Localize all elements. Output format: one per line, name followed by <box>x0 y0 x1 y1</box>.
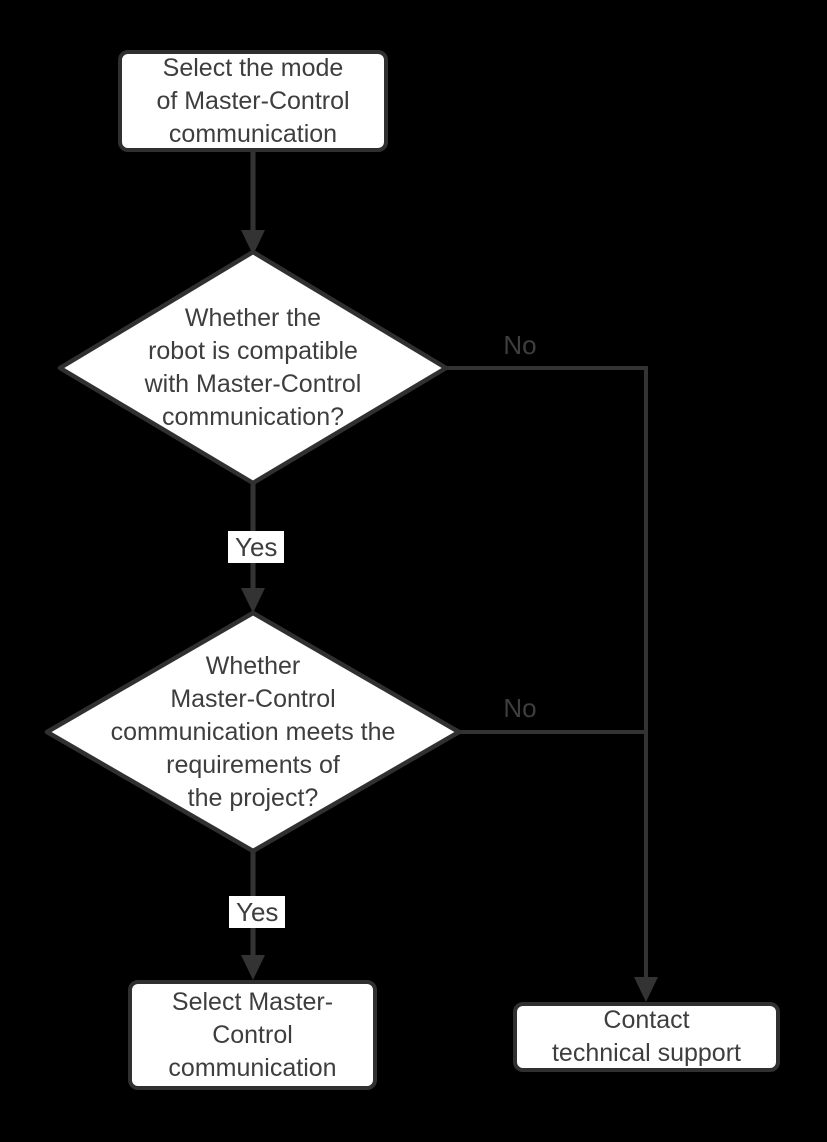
edge-label-no-requirements: No <box>503 693 537 723</box>
node-contact-support-label: Contact technical support <box>551 1006 741 1067</box>
arrowhead-contact-box <box>634 977 658 1002</box>
decision-requirements-shape <box>44 610 462 854</box>
decision-requirements-text: Whether Master-Control communication mee… <box>110 651 396 812</box>
node-select-mode-label: Select the mode of Master-Control commun… <box>156 53 350 148</box>
edge-label-no-compatible: No <box>503 330 537 360</box>
arrowhead-select-box <box>241 955 265 980</box>
decision-compatible-label: Whether the robot is compatible with Mas… <box>83 300 423 436</box>
node-select-master-control-label: Select Master- Control communication <box>168 987 337 1082</box>
edge-label-yes-requirements: Yes <box>229 896 286 928</box>
node-contact-support: Contact technical support <box>513 1002 780 1072</box>
edge-decision1-no <box>446 366 648 978</box>
decision-requirements-label: Whether Master-Control communication mee… <box>43 648 463 816</box>
arrowhead-decision2 <box>241 588 265 613</box>
decision-compatible-shape <box>57 249 449 486</box>
decision-compatible-text: Whether the robot is compatible with Mas… <box>144 304 362 431</box>
edge-label-yes-compatible: Yes <box>228 531 285 563</box>
node-select-master-control: Select Master- Control communication <box>128 980 377 1090</box>
arrowhead-decision1 <box>241 230 265 255</box>
node-select-mode: Select the mode of Master-Control commun… <box>118 50 388 152</box>
